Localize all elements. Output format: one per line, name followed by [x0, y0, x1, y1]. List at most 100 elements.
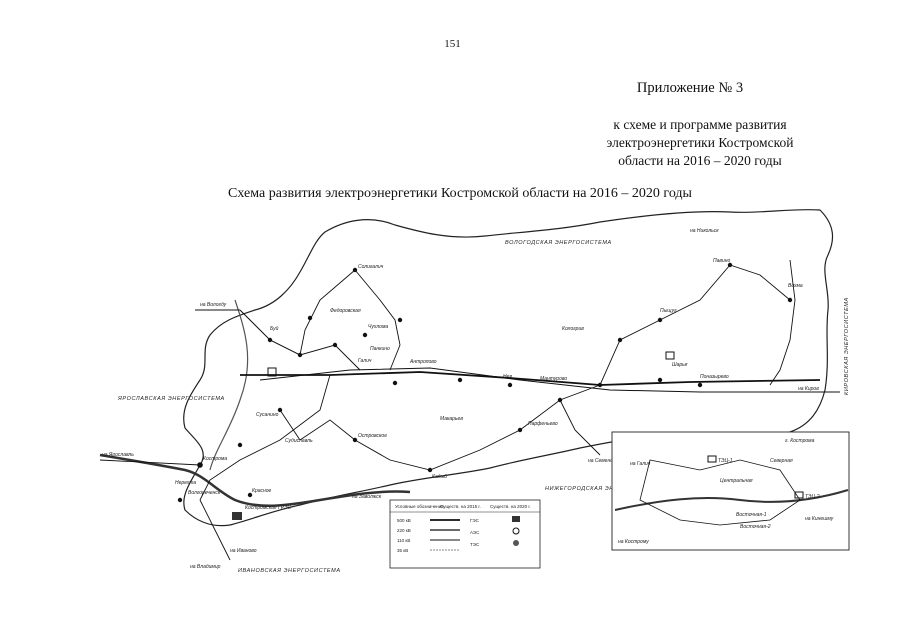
inset-frame — [611, 431, 850, 551]
label-ostrovskoe: Островское — [358, 433, 387, 439]
substation-dot — [352, 437, 358, 443]
substation-dot — [297, 352, 303, 358]
substation-dot — [727, 262, 733, 268]
legend-station-3: ТЭС — [470, 542, 480, 547]
region-border — [183, 209, 834, 527]
substation-dot — [197, 462, 203, 468]
line-to-semenov — [559, 399, 601, 456]
map-title: Схема развития электроэнергетики Костром… — [228, 186, 692, 201]
yaroslavl-energy-system-label: ЯРОСЛАВСКАЯ ЭНЕРГОСИСТЕМА — [117, 396, 225, 402]
kostroma-river — [209, 299, 249, 471]
legend-tps-symbol — [513, 540, 519, 546]
label-fedorovskaya: Федоровская — [330, 308, 361, 314]
line-south-1 — [279, 384, 601, 471]
substation-dot — [657, 317, 663, 323]
direction-ivanovo: на Иваново — [230, 548, 257, 554]
line-220kv-main — [259, 367, 820, 393]
substation-dot — [507, 382, 513, 388]
inset-lines — [639, 459, 801, 526]
sharya-tec-marker — [665, 351, 675, 360]
inset-kostroma: г. Кострома ТЭЦ-1 ТЭЦ-2 Центральная Севе… — [611, 431, 850, 551]
inset-label-east2: Восточная-2 — [740, 524, 771, 530]
label-pavino: Павино — [713, 258, 731, 264]
inset-label-to-kostroma: на Кострому — [618, 539, 649, 545]
direction-yaroslavl: на Ярославль — [102, 452, 134, 458]
substation-dot — [352, 267, 358, 273]
direction-kirov: на Киров — [798, 386, 819, 392]
label-susanino: Сусанино — [256, 412, 279, 418]
label-antropovo: Антропово — [409, 359, 437, 365]
ivanovo-energy-system-label: ИВАНОВСКАЯ ЭНЕРГОСИСТЕМА — [238, 568, 341, 574]
substation-dot — [517, 427, 523, 433]
line-chuhloma — [354, 269, 401, 371]
substation-dot — [267, 337, 273, 343]
label-vohma: Вохма — [788, 283, 803, 289]
subtitle-line-3: области на 2016 – 2020 годы — [618, 153, 782, 168]
line-east-vohma — [769, 259, 796, 386]
label-kologriv: Кологрив — [562, 326, 584, 332]
line-to-yaroslavl — [99, 459, 201, 466]
legend-row-1: 500 кВ — [397, 518, 411, 523]
inset-label-east1: Восточная-1 — [736, 512, 767, 518]
substation-dot — [657, 377, 663, 383]
label-kadyi: Кадый — [432, 473, 447, 480]
label-kostroma-gres: Костромская ГРЭС — [245, 505, 291, 511]
substation-dot — [597, 382, 603, 388]
legend-col-2: Существ. на 2020 г. — [490, 504, 531, 509]
label-makarev: Макарьев — [440, 416, 463, 422]
label-krasnoe: Красное — [252, 488, 272, 494]
substation-dot — [177, 497, 183, 503]
label-chuhloma: Чухлома — [368, 324, 388, 330]
line-north — [239, 309, 361, 371]
legend-row-3: 110 кВ — [397, 538, 410, 543]
direction-semenov: на Семенов — [588, 458, 616, 464]
legend-row-4: 35 кВ — [397, 548, 408, 553]
inset-label-to-galich: на Галич — [630, 461, 651, 467]
label-sharya: Шарья — [672, 362, 688, 368]
label-volgorechensk: Волгореченск — [188, 490, 221, 496]
direction-zavolzhsk: на Заволжск — [352, 494, 382, 500]
legend-col-1: Существ. на 2015 г. — [440, 504, 481, 509]
inset-label-tec2: ТЭЦ-2 — [805, 494, 820, 500]
label-ponazyrevo: Поназырево — [700, 374, 729, 380]
kostroma-gres-marker — [232, 512, 242, 520]
inset-label-north: Северная — [770, 458, 793, 464]
legend-row-2: 220 кВ — [397, 528, 411, 533]
nizhny-energy-system-label: НИЖЕГОРОДСКАЯ ЭНЕРГОСИСТЕМА — [545, 486, 662, 492]
substation-dot — [307, 315, 313, 321]
legend-station-1: ГЭС — [470, 518, 480, 523]
substation-dot — [397, 317, 403, 323]
legend-npp-symbol — [512, 527, 520, 535]
label-nerehta: Нерехта — [175, 480, 196, 486]
legend-station-2: АЭС — [470, 530, 480, 535]
substation-dot — [617, 337, 623, 343]
substation-dot — [277, 407, 283, 413]
inset-tec2-marker — [794, 491, 804, 499]
direction-nikolsk: на Никольск — [690, 228, 719, 234]
inset-tec1-marker — [707, 455, 717, 463]
direction-vologda: на Вологду — [200, 302, 227, 308]
inset-label-tec1: ТЭЦ-1 — [718, 458, 733, 464]
inset-label-to-kineshma: на Кинешму — [805, 516, 834, 522]
substation-dot — [697, 382, 703, 388]
substation-dot — [247, 492, 253, 498]
label-pyshug: Пыщуг — [660, 308, 677, 314]
inset-title: г. Кострома — [785, 438, 815, 444]
substation-dot — [427, 467, 433, 473]
direction-vladimir: на Владимир — [190, 564, 221, 570]
label-pankino: Панкино — [370, 346, 390, 352]
line-south-2 — [199, 374, 331, 501]
appendix-title: Приложение № 3 — [636, 80, 744, 96]
kostroma-npp-marker — [267, 367, 277, 377]
subtitle-line-2: электроэнергетики Костромской — [606, 135, 794, 150]
line-east-north — [599, 264, 791, 386]
legend: Условные обозначения Существ. на 2015 г.… — [389, 499, 541, 569]
substation-markers — [177, 262, 793, 503]
line-to-ivanovo — [199, 499, 231, 561]
label-sudislavl: Судиславль — [285, 438, 313, 444]
substation-dot — [332, 342, 338, 348]
label-parfenevo: Парфеньево — [528, 421, 558, 427]
inset-river — [614, 489, 849, 511]
appendix-subtitle: к схеме и программе развития электроэнер… — [520, 116, 880, 170]
substation-dot — [237, 442, 243, 448]
